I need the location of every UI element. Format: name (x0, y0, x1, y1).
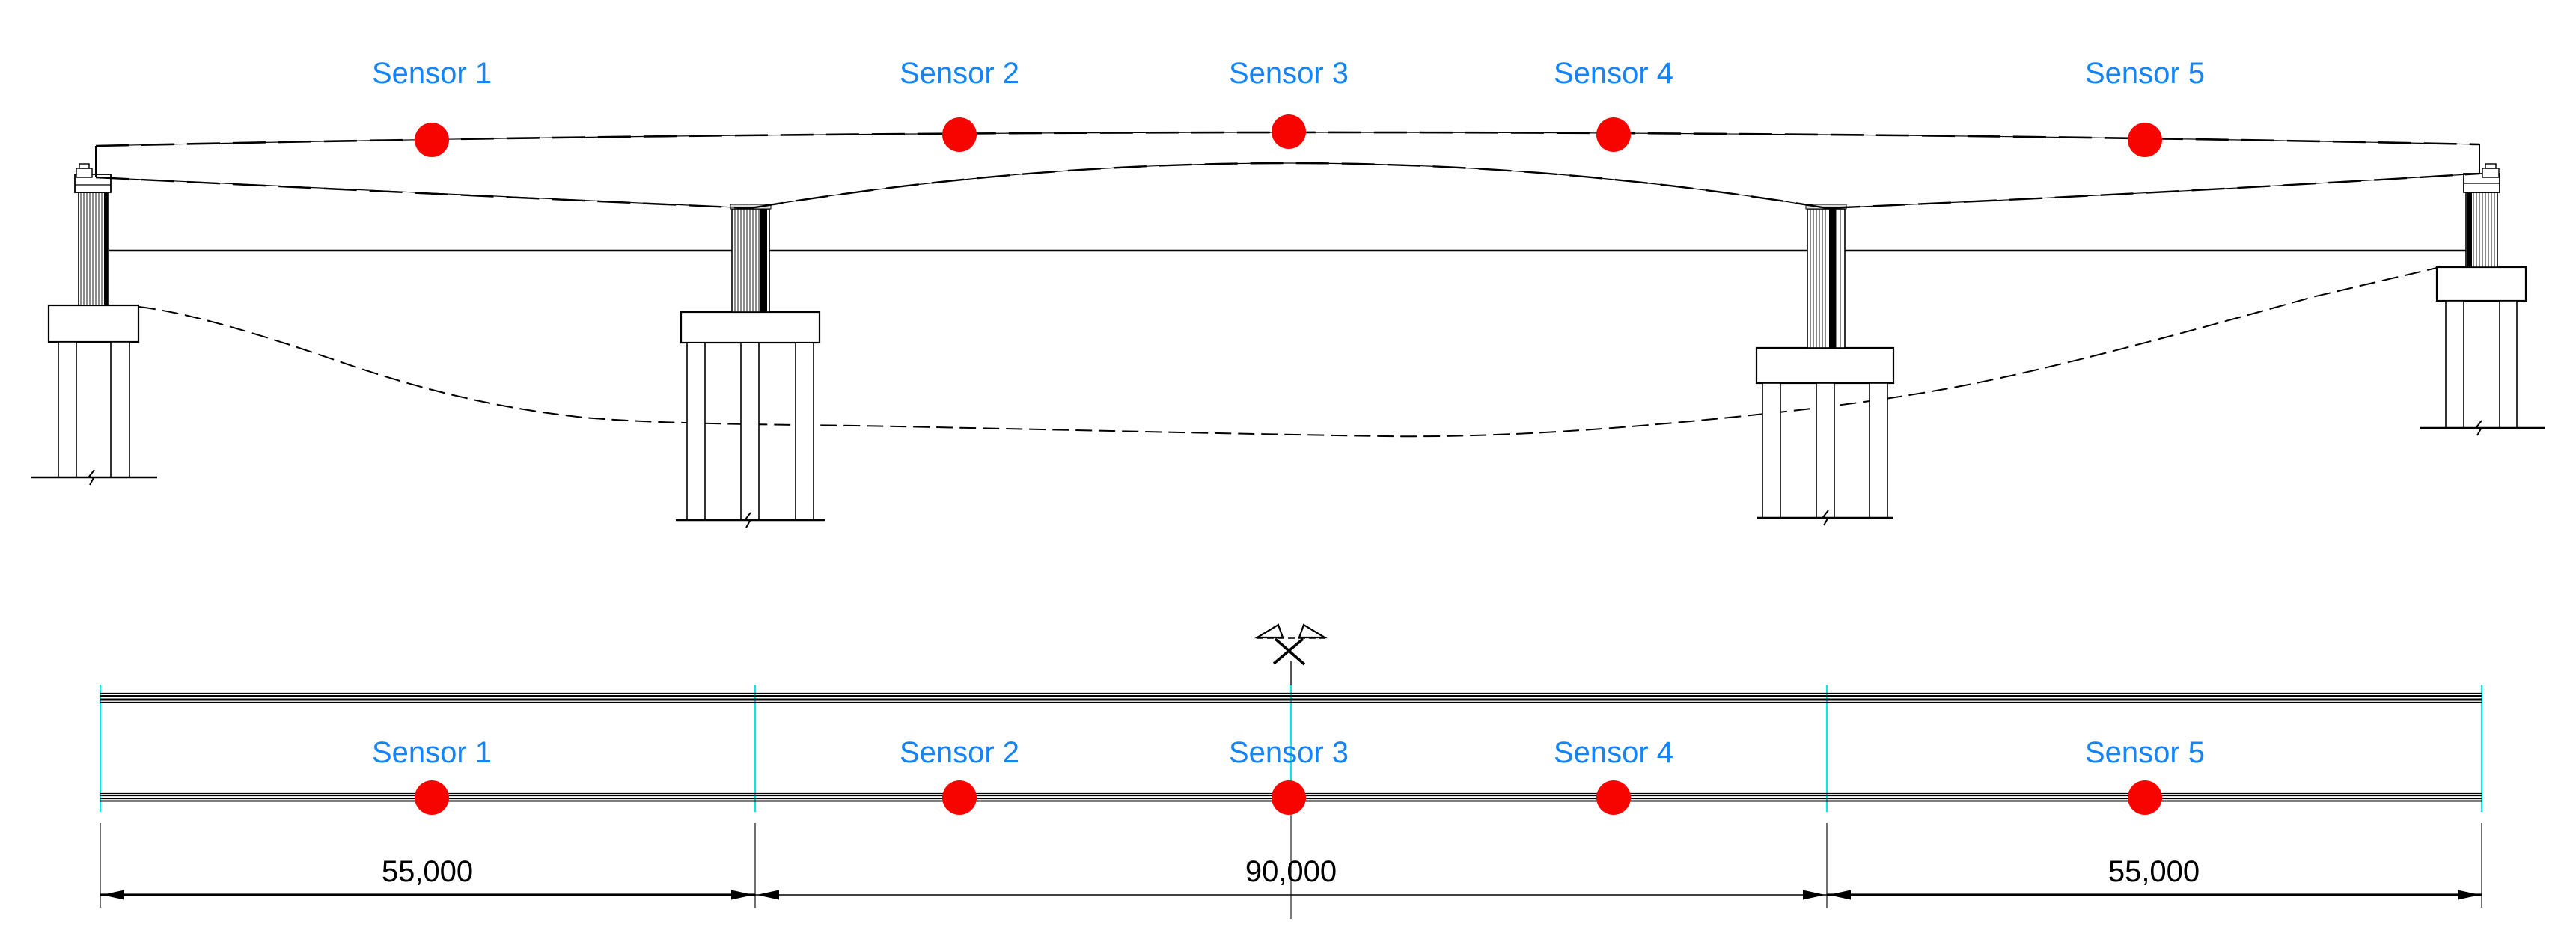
sensor-label: Sensor 4 (1554, 736, 1673, 769)
column-hatch (2473, 192, 2495, 267)
pile (686, 342, 706, 521)
sensor-dot (1596, 780, 1631, 815)
bearing (2482, 168, 2500, 178)
pile (2445, 300, 2464, 429)
break-mark (1822, 510, 1829, 526)
column-dark-band (1829, 209, 1836, 348)
elevation-sensor-labels: Sensor 1 Sensor 2 Sensor 3 Sensor 4 Sens… (372, 57, 2205, 90)
dim-label-span-3: 55,000 (2108, 855, 2200, 888)
pile-cap (1755, 346, 1895, 385)
column-hatch (734, 209, 760, 312)
sensor-label: Sensor 3 (1229, 736, 1349, 769)
column-dark-band (760, 209, 767, 312)
plan-view: Sensor 1 Sensor 2 Sensor 3 Sensor 4 Sens… (99, 685, 2483, 815)
girder-body (96, 132, 2479, 208)
deck-edge-band (100, 692, 2482, 703)
column-dark-band (2467, 192, 2472, 267)
sensor-label: Sensor 5 (2085, 736, 2205, 769)
pile (795, 342, 814, 521)
left-abutment (31, 163, 157, 486)
pier-2 (1755, 204, 1895, 526)
dimension-group: 55,000 90,000 55,000 (100, 823, 2482, 908)
break-mark (2475, 420, 2482, 436)
sensor-dot (942, 780, 977, 815)
plan-sensor-labels: Sensor 1 Sensor 2 Sensor 3 Sensor 4 Sens… (372, 736, 2205, 769)
sensor-dot (942, 117, 977, 152)
right-abutment (2420, 163, 2545, 436)
sensor-dot (415, 123, 449, 157)
bearing-strip (730, 204, 772, 210)
terrain-line (138, 267, 2438, 438)
sensor-label: Sensor 5 (2085, 57, 2205, 90)
dim-arrowheads (102, 890, 2480, 900)
column-hatch (80, 192, 103, 305)
pier-column (1807, 208, 1846, 349)
symbol-left-triangle (1254, 623, 1284, 639)
bearing-top (2485, 163, 2497, 169)
plan-sensor-dots (415, 780, 2162, 815)
sensor-dot (1596, 117, 1631, 152)
pile-cap (680, 311, 821, 344)
symbol-right-triangle (1298, 623, 1328, 639)
symbol-x-mark (1272, 637, 1306, 666)
pile-cap (2435, 266, 2527, 302)
pile (1869, 382, 1888, 519)
pile (58, 341, 77, 478)
extension-lines (100, 823, 2482, 908)
pile (1816, 382, 1835, 519)
sensor-dot (415, 780, 449, 815)
pile (2499, 300, 2518, 429)
sensor-label: Sensor 2 (900, 57, 1019, 90)
pile-cap (47, 304, 140, 343)
sensor-dot (2128, 123, 2162, 157)
elevation-view: Sensor 1 Sensor 2 Sensor 3 Sensor 4 Sens… (31, 57, 2545, 528)
pier-1 (676, 204, 825, 528)
span-boundary-lines (99, 685, 2483, 812)
column-dark-band (104, 192, 108, 305)
sensor-label: Sensor 1 (372, 736, 492, 769)
sensor-dot (1272, 114, 1306, 149)
sensor-label: Sensor 3 (1229, 57, 1349, 90)
sensor-dot (2128, 780, 2162, 815)
sensor-label: Sensor 2 (900, 736, 1019, 769)
sensor-dot (1272, 780, 1306, 815)
dim-label-span-1: 55,000 (382, 855, 473, 888)
pile (1762, 382, 1781, 519)
elevation-sensor-dots (415, 114, 2162, 157)
pile (740, 342, 760, 521)
break-mark (744, 512, 751, 528)
pile (110, 341, 130, 478)
sensor-label: Sensor 4 (1554, 57, 1673, 90)
break-mark (88, 469, 95, 486)
centerline-symbol (1254, 623, 1328, 919)
dim-label-span-2: 90,000 (1245, 855, 1337, 888)
bearing (76, 168, 93, 178)
sensor-label: Sensor 1 (372, 57, 492, 90)
bearing-top (79, 163, 90, 169)
